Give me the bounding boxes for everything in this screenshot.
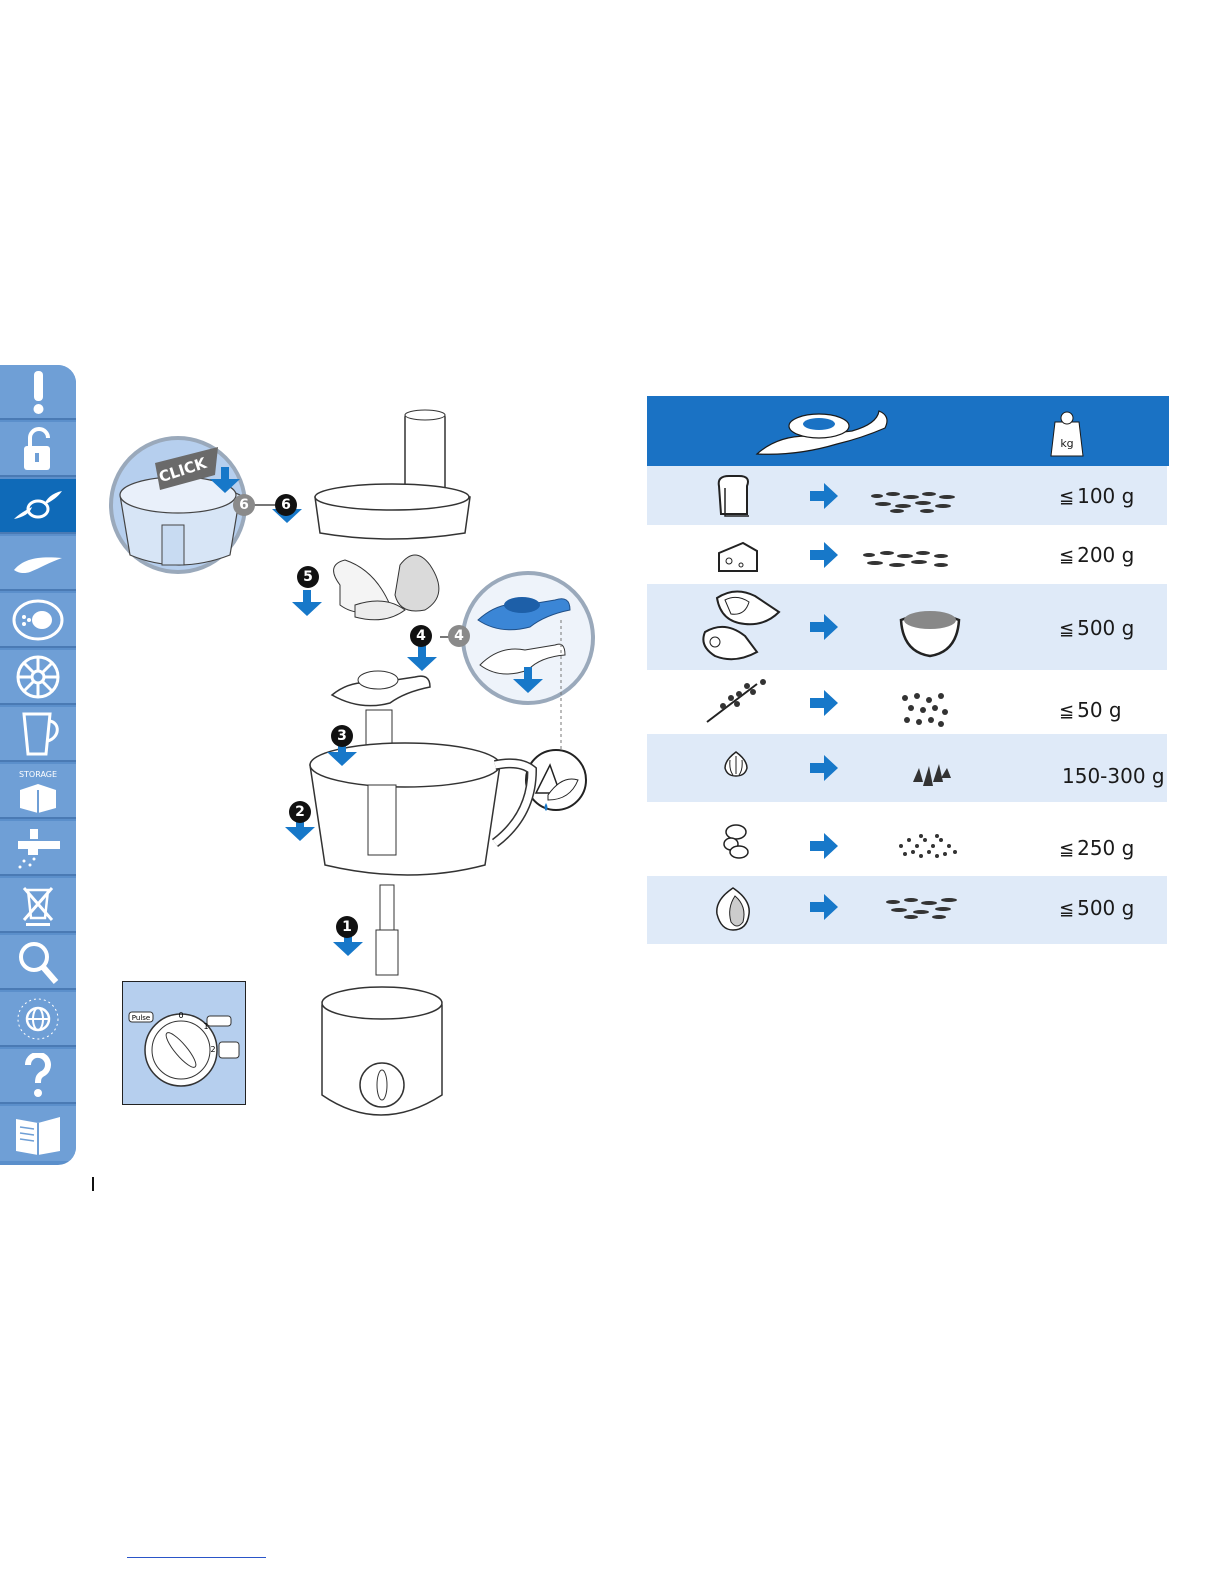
quantity-value: ≦500 g xyxy=(1059,896,1134,920)
table-header: kg xyxy=(647,396,1169,466)
bread-icon xyxy=(713,472,753,520)
sidebar-item-guarantee[interactable] xyxy=(0,992,76,1047)
unlock-icon xyxy=(10,426,66,472)
step-number: 5 xyxy=(297,566,319,588)
table-row: ≦100 g xyxy=(647,466,1167,525)
sidebar-item-slicer[interactable] xyxy=(0,650,76,705)
right-arrow-icon xyxy=(810,755,838,781)
step-number: 4 xyxy=(410,625,432,647)
exclamation-icon xyxy=(10,369,66,415)
sidebar-item-storage[interactable]: STORAGE xyxy=(0,764,76,819)
quantity-value: ≦50 g xyxy=(1059,698,1122,722)
quantity-value: ≦200 g xyxy=(1059,543,1134,567)
sidebar-item-manual[interactable] xyxy=(0,1106,76,1161)
sidebar-item-help[interactable] xyxy=(0,1049,76,1104)
sidebar-item-kneading[interactable] xyxy=(0,536,76,591)
weight-icon: kg xyxy=(1051,412,1083,456)
sidebar-item-jug[interactable] xyxy=(0,707,76,762)
table-row: 150-300 g xyxy=(647,734,1167,802)
sidebar-item-chopper[interactable] xyxy=(0,479,76,534)
step-number: 1 xyxy=(336,916,358,938)
step-number: 3 xyxy=(331,725,353,747)
magnifier-icon xyxy=(10,939,66,985)
table-row: ≦200 g xyxy=(647,525,1167,584)
sidebar-item-disc[interactable] xyxy=(0,593,76,648)
chopping-blade-icon xyxy=(757,411,887,454)
step-number: 4 xyxy=(448,625,470,647)
sidebar-item-troubleshooting[interactable] xyxy=(0,935,76,990)
slicing-disc-icon xyxy=(10,654,66,700)
table-row: ≦250 g xyxy=(647,802,1167,876)
right-arrow-icon xyxy=(810,690,838,716)
table-row: ≦500 g xyxy=(647,876,1167,944)
chopped-result-icon xyxy=(883,894,969,920)
sidebar-item-safety[interactable] xyxy=(0,365,76,420)
nuts-icon xyxy=(721,822,751,860)
chopped-garlic-icon xyxy=(909,760,953,790)
table-row: ≦50 g xyxy=(647,670,1167,734)
table-header-icons: kg xyxy=(647,396,1169,466)
kg-label: kg xyxy=(1060,437,1073,450)
cheese-icon xyxy=(715,539,761,575)
right-arrow-icon xyxy=(810,483,838,509)
chopped-herbs-icon xyxy=(897,688,951,730)
meat-icon xyxy=(695,586,785,666)
step-number: 6 xyxy=(275,494,297,516)
chopped-result-icon xyxy=(867,488,967,514)
manual-book-icon xyxy=(10,1111,66,1157)
chopping-blade-icon xyxy=(10,483,66,529)
page-marker xyxy=(92,1177,94,1191)
speed-dial-inset: Pulse 0 1 2 xyxy=(122,981,246,1105)
sidebar-item-cleaning[interactable] xyxy=(0,821,76,876)
footer-rule xyxy=(127,1557,266,1558)
dial-mark: 2 xyxy=(210,1045,215,1054)
tap-cleaning-icon xyxy=(10,825,66,871)
step-number: 6 xyxy=(233,494,255,516)
speed-dial-drawing: Pulse 0 1 2 xyxy=(123,982,245,1104)
kneading-tool-icon xyxy=(10,540,66,586)
onion-icon xyxy=(713,886,753,932)
question-icon xyxy=(10,1053,66,1099)
chopped-nuts-icon xyxy=(895,832,961,862)
quantity-value: ≦100 g xyxy=(1059,484,1134,508)
quantity-table: kg ≦100 g ≦200 g ≦500 g ≦50 g 150-300 g xyxy=(647,396,1169,944)
sidebar-item-unlock[interactable] xyxy=(0,422,76,477)
garlic-icon xyxy=(721,750,751,778)
chopped-result-icon xyxy=(857,547,957,573)
right-arrow-icon xyxy=(810,894,838,920)
emulsifying-disc-icon xyxy=(10,597,66,643)
sidebar-nav: STORAGE xyxy=(0,365,76,1165)
quantity-value: ≦500 g xyxy=(1059,616,1134,640)
storage-label: STORAGE xyxy=(19,770,57,779)
disposal-icon xyxy=(10,882,66,928)
sidebar-item-environment[interactable] xyxy=(0,878,76,933)
pulse-label: Pulse xyxy=(132,1014,150,1022)
storage-icon: STORAGE xyxy=(10,768,66,814)
jug-icon xyxy=(10,711,66,757)
globe-icon xyxy=(10,996,66,1042)
herbs-icon xyxy=(703,676,773,726)
right-arrow-icon xyxy=(810,542,838,568)
table-row: ≦500 g xyxy=(647,584,1167,670)
right-arrow-icon xyxy=(810,833,838,859)
quantity-value: 150-300 g xyxy=(1059,764,1165,788)
minced-bowl-icon xyxy=(897,602,963,660)
step-number: 2 xyxy=(289,801,311,823)
dial-mark: 0 xyxy=(178,1011,183,1020)
quantity-value: ≦250 g xyxy=(1059,836,1134,860)
right-arrow-icon xyxy=(810,614,838,640)
